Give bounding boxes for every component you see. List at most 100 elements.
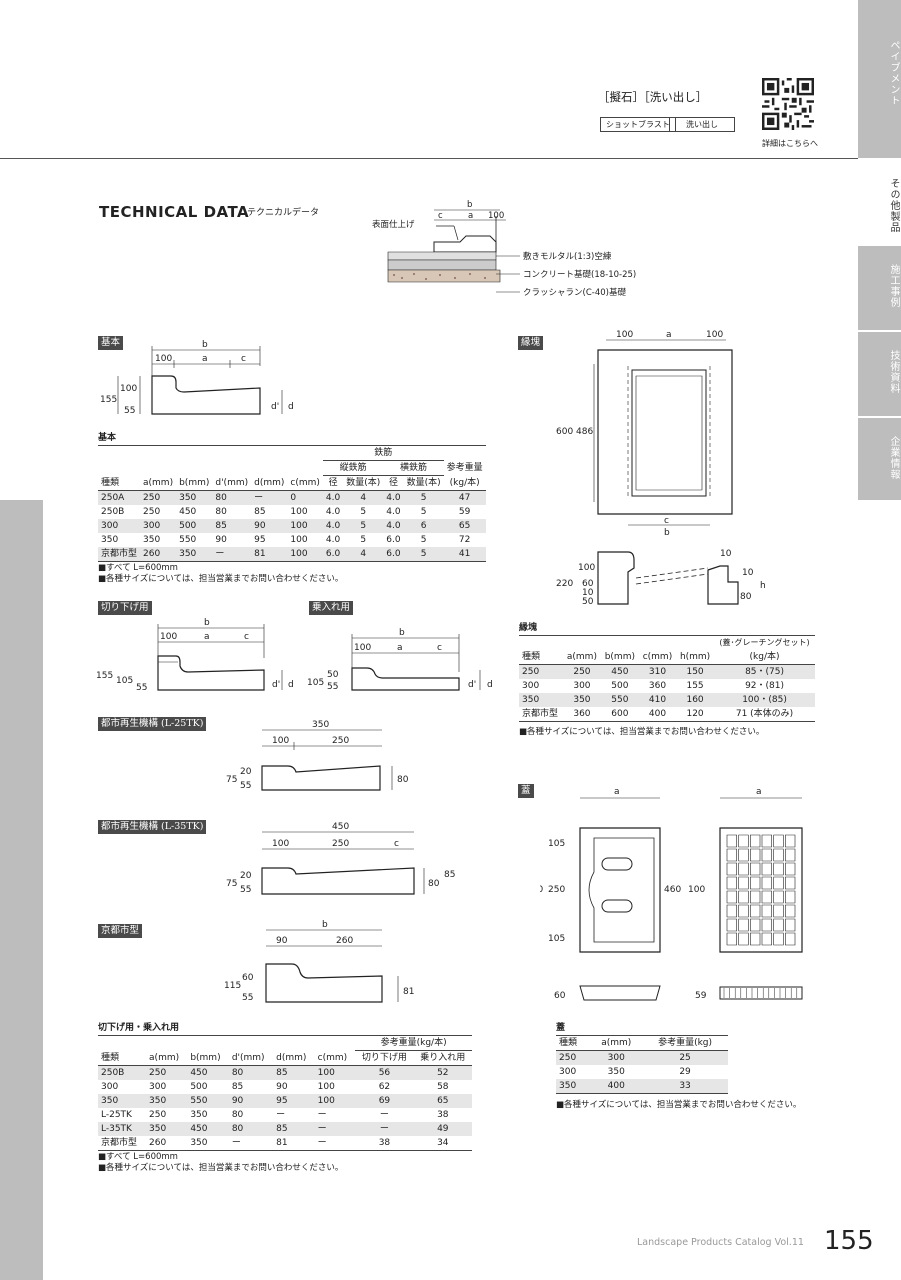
qr-caption: 詳細はこちらへ [762, 139, 818, 148]
layer-concrete: コンクリート基礎(18-10-25) [523, 269, 636, 280]
tab-technical[interactable]: 技術資料 [858, 332, 901, 416]
qr-code[interactable] [762, 78, 814, 130]
dim-50: 50 [582, 597, 594, 607]
table-cell: 85 [212, 519, 252, 533]
tab-company[interactable]: 企業情報 [858, 418, 901, 500]
label-noriire: 乗入れ用 [309, 601, 354, 615]
th-noriire: 乗り入れ用 [413, 1050, 472, 1066]
dim-55: 55 [136, 683, 147, 693]
table-cell: 65 [443, 519, 486, 533]
label-futa: 蓋 [518, 784, 534, 798]
tab-label: 施工事例 [888, 264, 899, 308]
dim-20: 20 [240, 767, 252, 777]
table-cell: ー [379, 1110, 389, 1120]
table-cell: ー [317, 1110, 327, 1120]
enkai-table-title: 縁塊 [519, 623, 538, 633]
th-d: d(mm) [273, 1050, 315, 1066]
enkai-table: (蓋･グレーチングセット) 種類 a(mm) b(mm) c(mm) h(mm)… [519, 635, 815, 722]
table-cell: 5 [360, 535, 367, 545]
finish-badge-shotblast: ショットブラスト [600, 117, 676, 132]
table-cell: 250B [101, 507, 125, 517]
header-divider [0, 158, 858, 159]
grating-cell [785, 905, 795, 917]
table-cell: 92・(81) [745, 681, 784, 691]
table-cell: 350 [146, 1122, 188, 1136]
dim-250: 250 [332, 839, 349, 849]
th-weight: 参考重量 [446, 463, 483, 473]
dim-100: 100 [272, 839, 289, 849]
grating-cell [762, 863, 772, 875]
dim-55: 55 [240, 885, 251, 895]
table-cell: 4.0 [325, 535, 341, 545]
table-cell: 350 [143, 535, 161, 545]
th-diameter: 径 [383, 475, 404, 491]
qr-code-icon [762, 78, 814, 130]
table-cell: 80 [215, 507, 227, 517]
grating-cell [785, 877, 795, 889]
dim-50: 50 [327, 670, 339, 680]
technical-subtitle: テクニカルデータ [247, 208, 320, 218]
table-cell: 29 [679, 1067, 691, 1077]
table-cell: 350 [176, 547, 213, 562]
table-cell: 450 [179, 507, 197, 517]
grating-cell [750, 835, 760, 847]
grating-cell [750, 905, 760, 917]
grating-cell [739, 905, 749, 917]
dim-10: 10 [582, 588, 594, 598]
table-cell: 90 [215, 535, 227, 545]
table-header-row: 種類 a(mm) 参考重量(kg) [556, 1035, 728, 1051]
dim-60: 60 [242, 973, 254, 983]
table-cell: 550 [179, 535, 197, 545]
table-cell: 49 [413, 1122, 472, 1136]
dim-75: 75 [226, 775, 237, 785]
dim-b: b [204, 618, 210, 628]
table-header-row: 種類 a(mm) b(mm) c(mm) h(mm) (kg/本) [519, 650, 815, 665]
table-cell: 80 [231, 1110, 244, 1120]
tab-pavement[interactable]: ペイブメント [858, 0, 901, 158]
grating-cell [727, 891, 737, 903]
enkai-section-diagram: 100 220 60 10 50 10 10 80 h [556, 549, 766, 607]
dim-d: d [487, 680, 493, 690]
table-cell: 4 [343, 490, 384, 505]
kirisage-table: 参考重量(kg/本) 種類 a(mm) b(mm) d'(mm) d(mm) c… [98, 1035, 472, 1151]
catalog-name: Landscape Products Catalog Vol.11 [637, 1237, 804, 1248]
th-a: a(mm) [590, 1035, 643, 1051]
table-cell: 100 [290, 535, 308, 545]
dim-c: c [244, 632, 249, 642]
table-cell: 6.0 [386, 535, 401, 545]
grating-cell [727, 863, 737, 875]
grating-cell [785, 919, 795, 931]
table-cell: 300 [101, 1082, 119, 1092]
label-kihon: 基本 [98, 336, 124, 350]
tab-label: その他製品 [888, 178, 899, 233]
table-cell: 6.0 [383, 547, 404, 562]
table-cell: 4.0 [325, 507, 341, 517]
tab-other-products[interactable]: その他製品 [858, 160, 901, 244]
th-c: c(mm) [638, 650, 677, 665]
table-cell: 600 [600, 707, 639, 722]
table-cell: 33 [642, 1079, 728, 1094]
installation-section-diagram: 表面仕上げ b c a 100 敷きモルタル(1:3)空練 コンクリート基礎(1… [372, 200, 636, 298]
table-cell: ー [355, 1122, 414, 1136]
table-cell: 350 [101, 535, 119, 545]
dim-75: 75 [226, 879, 237, 889]
dim-100: 100 [354, 643, 371, 653]
label-kirisage: 切り下げ用 [98, 601, 152, 615]
dim-100: 100 [155, 354, 172, 364]
grating-cell [750, 849, 760, 861]
table-cell: 410 [638, 693, 677, 707]
side-strip [0, 500, 43, 1280]
th-weight-group: 参考重量(kg/本) [355, 1035, 472, 1051]
table-cell: 80 [212, 490, 252, 505]
tab-case-studies[interactable]: 施工事例 [858, 246, 901, 330]
surface-finish-label: 表面仕上げ [372, 219, 415, 230]
dim-350: 350 [312, 720, 329, 730]
table-cell: 250 [143, 507, 161, 517]
table-cell: 6.0 [322, 547, 344, 562]
table-cell: 250 [556, 1050, 591, 1065]
